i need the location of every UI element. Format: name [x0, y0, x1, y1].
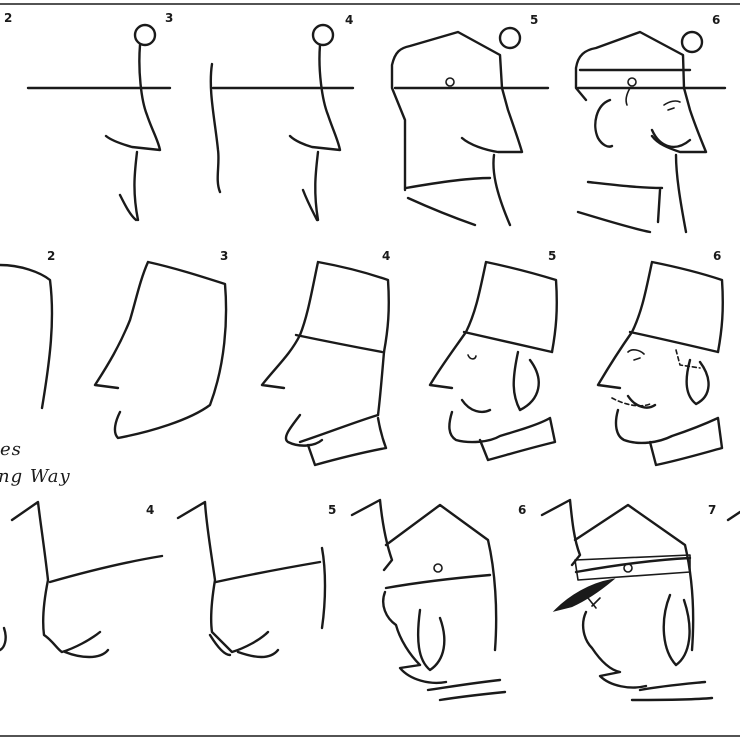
- figure-row3-step6: [540, 498, 714, 702]
- step-number: 4: [146, 503, 154, 517]
- step-number: 3: [165, 11, 173, 25]
- figure-row1-step5: [390, 26, 550, 227]
- cap-visor: [552, 578, 616, 612]
- step-number: 6: [518, 503, 526, 517]
- figure-row2-step2: [0, 263, 54, 410]
- caption-line-1: es: [0, 439, 22, 460]
- step-number: 5: [328, 503, 336, 517]
- step-number: 2: [4, 11, 12, 25]
- figure-row3-step5: [350, 498, 507, 702]
- step-number: 2: [47, 249, 55, 263]
- caption: es ng Way: [0, 439, 71, 487]
- step-number: 5: [548, 249, 556, 263]
- step-number: 3: [220, 249, 228, 263]
- row-3: 4 5 6 7: [0, 498, 740, 702]
- step-number: 7: [708, 503, 716, 517]
- row-1: 2 3 4 5 6: [4, 11, 727, 234]
- figure-row1-step6: [574, 30, 727, 234]
- step-number: 6: [712, 13, 720, 27]
- step-number: 4: [382, 249, 390, 263]
- row-2: 2 3 4 5 6: [0, 249, 724, 467]
- figure-row1-step3: [26, 23, 172, 222]
- figure-row2-step6: [596, 260, 724, 467]
- caption-line-2: ng Way: [0, 466, 71, 487]
- figure-row2-step5: [428, 260, 558, 462]
- figure-row1-step4: [209, 23, 355, 222]
- figure-row2-step3: [93, 260, 228, 440]
- step-number: 6: [713, 249, 721, 263]
- figure-row3-step4: [176, 500, 327, 659]
- step-number: 5: [530, 13, 538, 27]
- figure-row3-step7: [726, 510, 740, 522]
- figure-row2-step4: [260, 260, 390, 467]
- figure-row3-step3: [0, 500, 164, 659]
- step-number: 4: [345, 13, 353, 27]
